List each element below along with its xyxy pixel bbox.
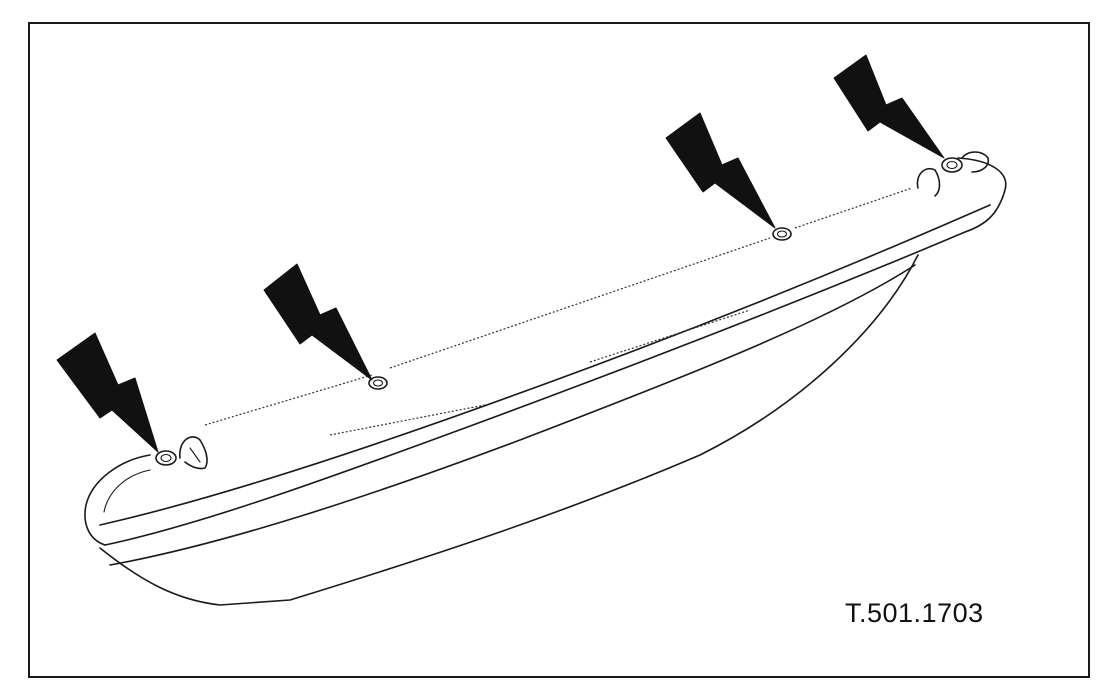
- arrow-pointer-1: [56, 332, 159, 453]
- right-slot-lug: [916, 151, 990, 197]
- flange-right-end: [957, 157, 1007, 233]
- arrow-pointer-3: [665, 112, 776, 229]
- flange-left-end: [84, 454, 151, 546]
- flange-lower-edge: [109, 264, 916, 566]
- bolt-hole-4: [941, 157, 963, 173]
- arrow-pointer-2: [263, 263, 373, 381]
- arrow-pointer-4: [833, 54, 945, 159]
- bolt-hole-1: [155, 450, 177, 466]
- flange-inner-lip: [99, 204, 991, 526]
- flange-top-seam: [204, 187, 913, 426]
- bolt-hole-3: [772, 227, 792, 241]
- figure-reference-code: T.501.1703: [845, 598, 984, 628]
- bolt-hole-2: [368, 376, 388, 390]
- oil-pan-body: [84, 157, 1007, 606]
- gasket-groove-right: [589, 309, 751, 363]
- flange-front-edge: [104, 231, 966, 546]
- sump-bowl-outline: [99, 254, 919, 606]
- left-slot-lug: [179, 436, 208, 470]
- gasket-groove-left: [329, 404, 486, 436]
- flange-left-inner: [103, 469, 151, 513]
